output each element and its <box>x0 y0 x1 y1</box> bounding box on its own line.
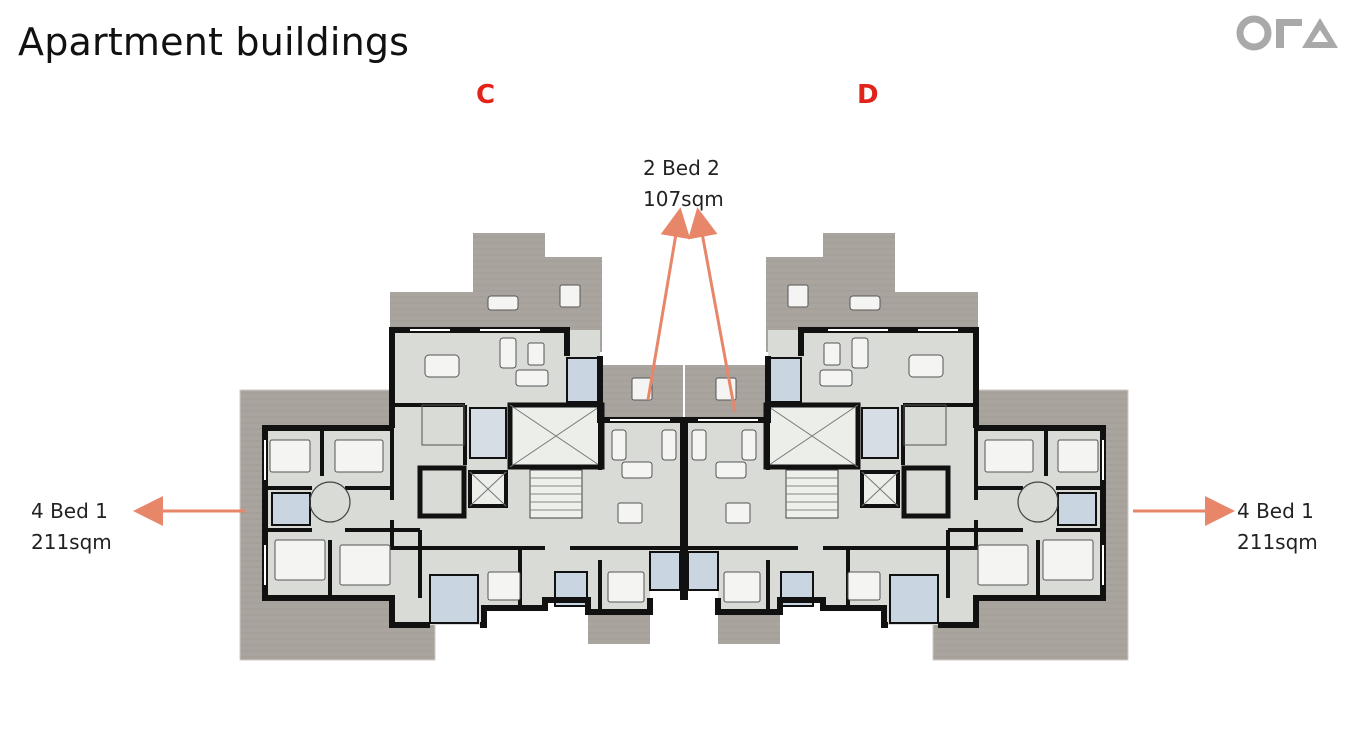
annotation-top-type: 2 Bed 2 <box>643 156 720 180</box>
annotation-left: 4 Bed 1 211sqm <box>31 496 112 558</box>
building-d-label: D <box>857 80 879 110</box>
bathroom <box>566 357 600 403</box>
building-c-label: C <box>476 80 496 110</box>
annotation-right-area: 211sqm <box>1237 530 1318 554</box>
annotation-left-area: 211sqm <box>31 530 112 554</box>
bathroom <box>429 574 479 624</box>
annotation-top: 2 Bed 2 107sqm <box>643 153 724 215</box>
bathroom <box>271 492 311 526</box>
logo-icon <box>1236 15 1338 51</box>
bathroom <box>469 407 507 459</box>
annotation-top-area: 107sqm <box>643 187 724 211</box>
building-c-plan <box>239 233 686 661</box>
page-title: Apartment buildings <box>18 20 410 64</box>
annotation-right: 4 Bed 1 211sqm <box>1237 496 1318 558</box>
arrow-up-icon <box>687 207 737 413</box>
terrace-south <box>588 612 650 644</box>
bathroom <box>649 551 681 591</box>
annotation-left-type: 4 Bed 1 <box>31 499 108 523</box>
terrace-north <box>390 233 602 352</box>
arrow-up-icon <box>646 207 691 401</box>
annotation-right-type: 4 Bed 1 <box>1237 499 1314 523</box>
building-d-plan <box>685 233 1128 660</box>
